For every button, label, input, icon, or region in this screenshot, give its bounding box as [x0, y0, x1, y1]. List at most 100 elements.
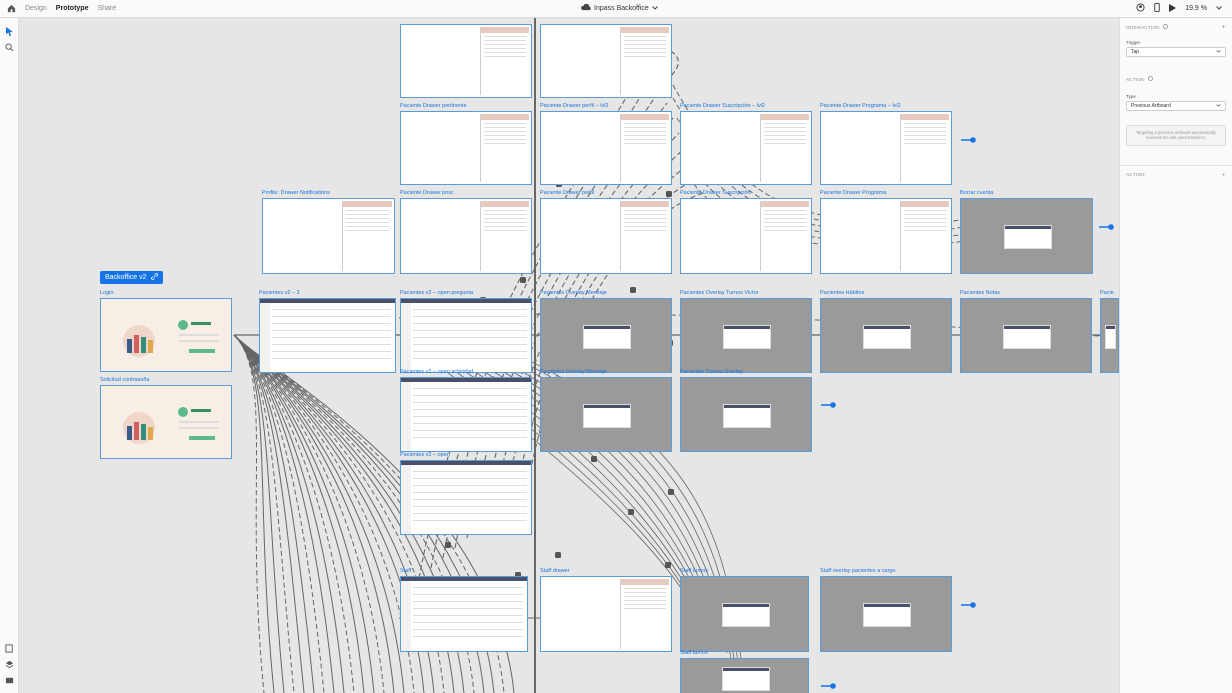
- wire-node[interactable]: [665, 562, 671, 568]
- artboard[interactable]: [680, 111, 812, 185]
- flow-start-tag[interactable]: Backoffice v2: [100, 271, 163, 284]
- artboard[interactable]: [680, 658, 809, 693]
- type-select[interactable]: Previous Artboard: [1126, 101, 1226, 111]
- connection-handle[interactable]: [830, 402, 836, 408]
- artboard-label[interactable]: Staff: [400, 568, 412, 574]
- artboard[interactable]: [540, 111, 672, 185]
- plugins-icon[interactable]: [4, 675, 15, 686]
- artboard-label[interactable]: Staff turnos: [680, 568, 709, 574]
- artboard[interactable]: [540, 298, 672, 373]
- user-icon[interactable]: [1136, 3, 1145, 14]
- wire-node[interactable]: [630, 287, 636, 293]
- tab-prototype[interactable]: Prototype: [55, 5, 89, 12]
- artboard-label[interactable]: Profile: Drawer Notifications: [262, 190, 330, 196]
- artboard-label[interactable]: Pacientes v2 – 2: [259, 290, 300, 296]
- artboard-label[interactable]: Pacientes Notas: [960, 290, 1001, 296]
- artboard[interactable]: [262, 198, 395, 274]
- artboard-label[interactable]: Pacientes v2 – open pregunta: [400, 290, 474, 296]
- artboard-label[interactable]: Login: [100, 290, 114, 296]
- artboard[interactable]: [400, 576, 528, 652]
- artboard[interactable]: [259, 298, 396, 373]
- artboard[interactable]: [400, 460, 532, 535]
- wire-node[interactable]: [591, 456, 597, 462]
- artboard-label[interactable]: Paciente Drawer pertinente: [400, 103, 467, 109]
- artboard-label[interactable]: Pacientes v2 – open actividad: [400, 369, 474, 375]
- artboard-label[interactable]: Paciente Drawer Programa: [820, 190, 887, 196]
- artboard[interactable]: [680, 298, 812, 373]
- artboard[interactable]: [100, 298, 232, 372]
- artboard-label[interactable]: Pacie: [1100, 290, 1114, 296]
- artboard[interactable]: [960, 198, 1093, 274]
- connection-handle[interactable]: [1108, 224, 1114, 230]
- artboard[interactable]: [540, 198, 672, 274]
- artboard[interactable]: [820, 111, 952, 185]
- layers-icon[interactable]: [4, 659, 15, 670]
- artboard-label[interactable]: Paciente Drawer posc: [400, 190, 454, 196]
- zoom-icon[interactable]: [4, 42, 15, 53]
- artboard[interactable]: [100, 385, 232, 459]
- artboard[interactable]: [400, 111, 532, 185]
- artboard-label[interactable]: Staff overlay pacientes a cargo: [820, 568, 896, 574]
- overlay-dialog: [583, 324, 631, 349]
- artboard[interactable]: [960, 298, 1092, 373]
- connection-handle[interactable]: [970, 602, 976, 608]
- add-action-button[interactable]: +: [1221, 172, 1226, 179]
- artboard[interactable]: [400, 198, 532, 274]
- play-icon[interactable]: [1169, 3, 1177, 14]
- info-icon: [1162, 24, 1168, 30]
- artboard-label[interactable]: Paciente Drawer Suscripción – lvl2: [680, 103, 765, 109]
- artboard-label[interactable]: Paciente Drawer Suscripción: [680, 190, 751, 196]
- artboard-label[interactable]: Borrar cuenta: [960, 190, 994, 196]
- link-icon: [150, 273, 158, 282]
- artboard-label[interactable]: Solicitud contraseña: [100, 377, 150, 383]
- artboard[interactable]: [820, 198, 952, 274]
- artboard[interactable]: [540, 377, 672, 452]
- artboard[interactable]: [680, 576, 809, 652]
- wire-node[interactable]: [555, 552, 561, 558]
- artboard-label[interactable]: Pacientes Overlay Turnos Victor: [680, 290, 759, 296]
- wire-node[interactable]: [666, 191, 672, 197]
- artboard-label[interactable]: Paciente Drawer Programa – lvl2: [820, 103, 901, 109]
- artboard-label[interactable]: Staff drawer: [540, 568, 570, 574]
- wire-node[interactable]: [628, 509, 634, 515]
- tab-design[interactable]: Design: [25, 5, 47, 12]
- zoom-level[interactable]: 19,9 %: [1185, 5, 1207, 12]
- device-icon[interactable]: [1154, 3, 1160, 14]
- connection-handle[interactable]: [970, 137, 976, 143]
- artboard[interactable]: [680, 377, 812, 452]
- artboard-label[interactable]: Paciente Drawer perfil – lvl2: [540, 103, 609, 109]
- artboard[interactable]: [1100, 298, 1119, 373]
- zoom-chevron-icon[interactable]: [1216, 5, 1222, 12]
- add-interaction-button[interactable]: +: [1221, 24, 1226, 31]
- connection-wire: [233, 334, 335, 693]
- artboard-label[interactable]: Pacientes Overlay Mensaje: [540, 369, 607, 375]
- artboard-label[interactable]: Pacientes Turnos Overlay: [680, 369, 743, 375]
- overlay-dialog: [863, 324, 911, 349]
- artboard-label[interactable]: Pacientes Hábitos: [820, 290, 865, 296]
- drawer-panel: [479, 201, 529, 271]
- select-icon[interactable]: [4, 26, 15, 37]
- artboard[interactable]: [680, 198, 812, 274]
- artboard[interactable]: [540, 576, 672, 652]
- artboard-label[interactable]: Paciente Drawer perfil: [540, 190, 595, 196]
- artboard[interactable]: [820, 298, 952, 373]
- document-title-menu[interactable]: Inpass Backoffice: [580, 3, 658, 13]
- wire-node[interactable]: [445, 542, 451, 548]
- artboard[interactable]: [400, 24, 532, 98]
- home-icon[interactable]: [6, 4, 16, 14]
- trigger-select[interactable]: Tap: [1126, 47, 1226, 57]
- artboard[interactable]: [820, 576, 952, 652]
- artboard[interactable]: [400, 377, 532, 452]
- artboard-label[interactable]: Pacientes v2 – open: [400, 452, 450, 458]
- assets-icon[interactable]: [4, 643, 15, 654]
- overlay-dialog: [723, 403, 771, 428]
- connection-handle[interactable]: [830, 683, 836, 689]
- artboard[interactable]: [400, 298, 532, 373]
- wire-node[interactable]: [520, 277, 526, 283]
- tab-share[interactable]: Share: [97, 5, 117, 12]
- artboard[interactable]: [540, 24, 672, 98]
- wire-node[interactable]: [668, 489, 674, 495]
- artboard-label[interactable]: Staff turnos: [680, 650, 709, 656]
- artboard-label[interactable]: Pacientes Overlay Mensaje: [540, 290, 607, 296]
